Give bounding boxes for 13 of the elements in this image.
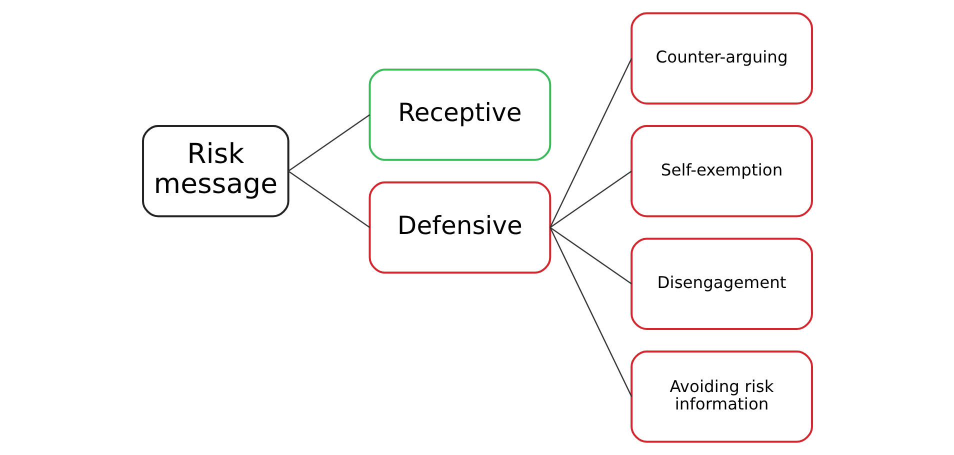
connector	[287, 114, 370, 172]
node-box: Counter-arguing	[630, 12, 812, 104]
node-box: Self-exemption	[630, 125, 812, 218]
node-box: Avoiding risk information	[630, 350, 812, 443]
connector	[549, 170, 632, 228]
connector	[549, 58, 632, 228]
connector	[549, 227, 632, 397]
node-box: Defensive	[368, 181, 551, 274]
node-box: Risk message	[142, 125, 289, 218]
node-box: Disengagement	[630, 238, 812, 330]
connector	[287, 170, 370, 228]
node-box: Receptive	[368, 68, 551, 161]
connector	[549, 226, 632, 284]
